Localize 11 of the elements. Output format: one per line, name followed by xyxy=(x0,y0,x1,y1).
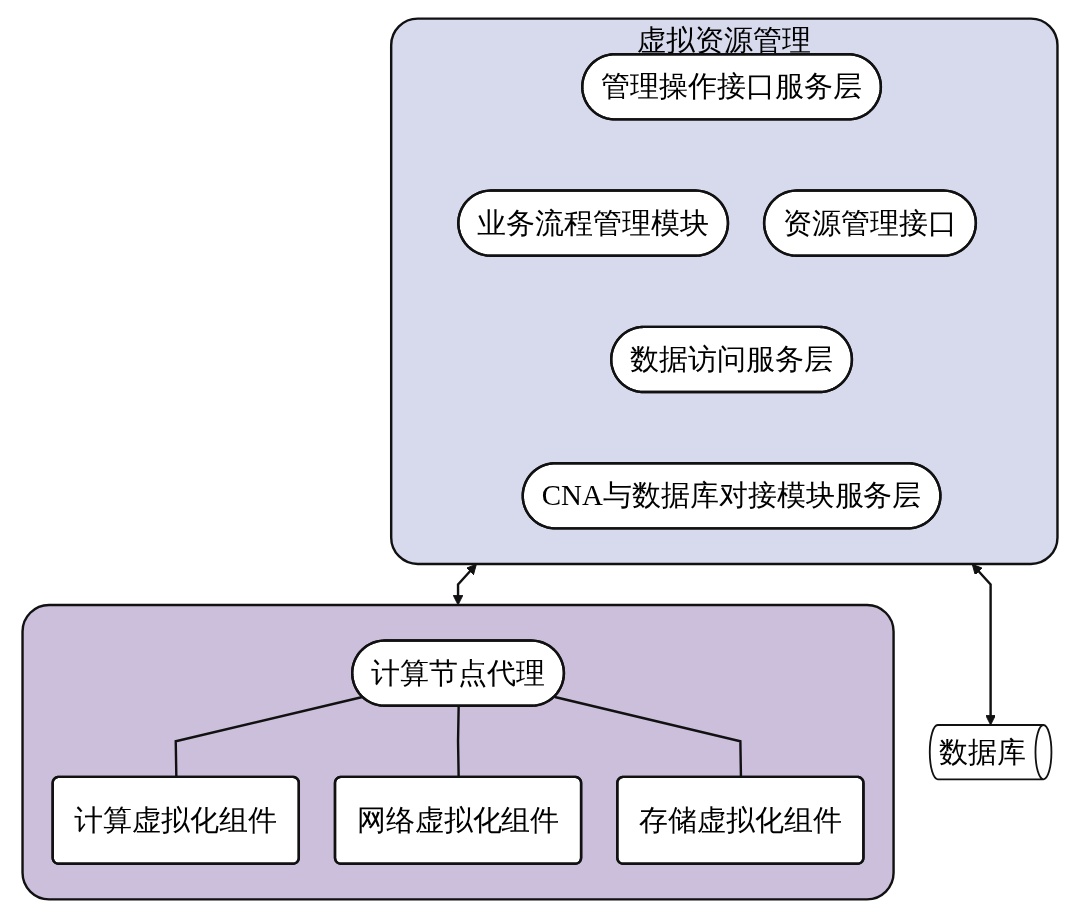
database-cylinder: 数据库 xyxy=(928,724,1053,781)
rounded-pill-box: CNA与数据库对接模块服务层 xyxy=(521,462,942,530)
rounded-pill-box: 数据访问服务层 xyxy=(610,325,854,394)
arrow xyxy=(971,563,996,726)
rounded-box: 存储虚拟化组件 xyxy=(616,775,865,865)
rounded-box: 网络虚拟化组件 xyxy=(333,775,583,865)
rounded-pill-box: 资源管理接口 xyxy=(762,189,978,257)
rounded-pill-box: 业务流程管理模块 xyxy=(457,189,730,257)
rounded-pill-box: 计算节点代理 xyxy=(351,639,566,707)
rounded-box: 计算虚拟化组件 xyxy=(51,775,300,865)
rounded-pill-box: 管理操作接口服务层 xyxy=(581,53,883,121)
